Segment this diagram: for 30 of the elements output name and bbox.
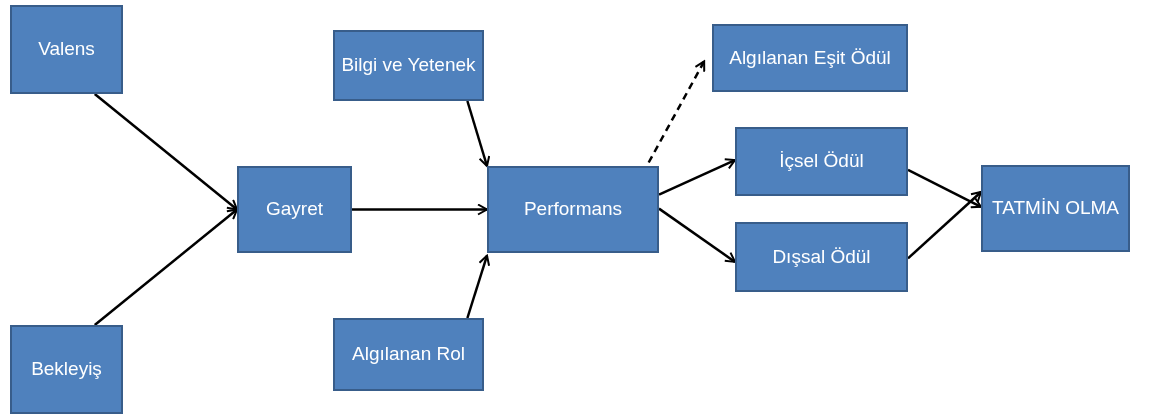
process-box [10, 325, 123, 414]
process-box [333, 30, 484, 101]
process-box [981, 165, 1130, 252]
arrow [647, 60, 706, 164]
process-box [487, 166, 659, 253]
box-label: TATMİN OLMA [992, 196, 1119, 221]
arrow [93, 93, 238, 211]
box-label: Bekleyiş [31, 357, 102, 382]
box-label: Performans [523, 197, 623, 222]
arrow [907, 168, 982, 209]
process-box [735, 222, 908, 292]
arrow [658, 207, 736, 263]
process-box [10, 5, 123, 94]
arrow [93, 208, 238, 326]
box-label: Algılanan Rol [352, 342, 465, 367]
process-box [712, 24, 908, 92]
arrow [658, 158, 736, 196]
arrow [907, 190, 982, 260]
arrow [466, 100, 491, 167]
box-label: Gayret [266, 197, 323, 222]
process-box [237, 166, 352, 253]
box-label: Bilgi ve Yetenek [341, 53, 476, 78]
box-label: İçsel Ödül [779, 149, 864, 174]
process-box [333, 318, 484, 391]
box-label: Algılanan Eşit Ödül [729, 45, 891, 70]
box-label: Valens [38, 37, 95, 62]
box-label: Dışsal Ödül [772, 244, 871, 269]
process-box [735, 127, 908, 196]
arrow [352, 203, 488, 216]
arrow [466, 254, 491, 319]
